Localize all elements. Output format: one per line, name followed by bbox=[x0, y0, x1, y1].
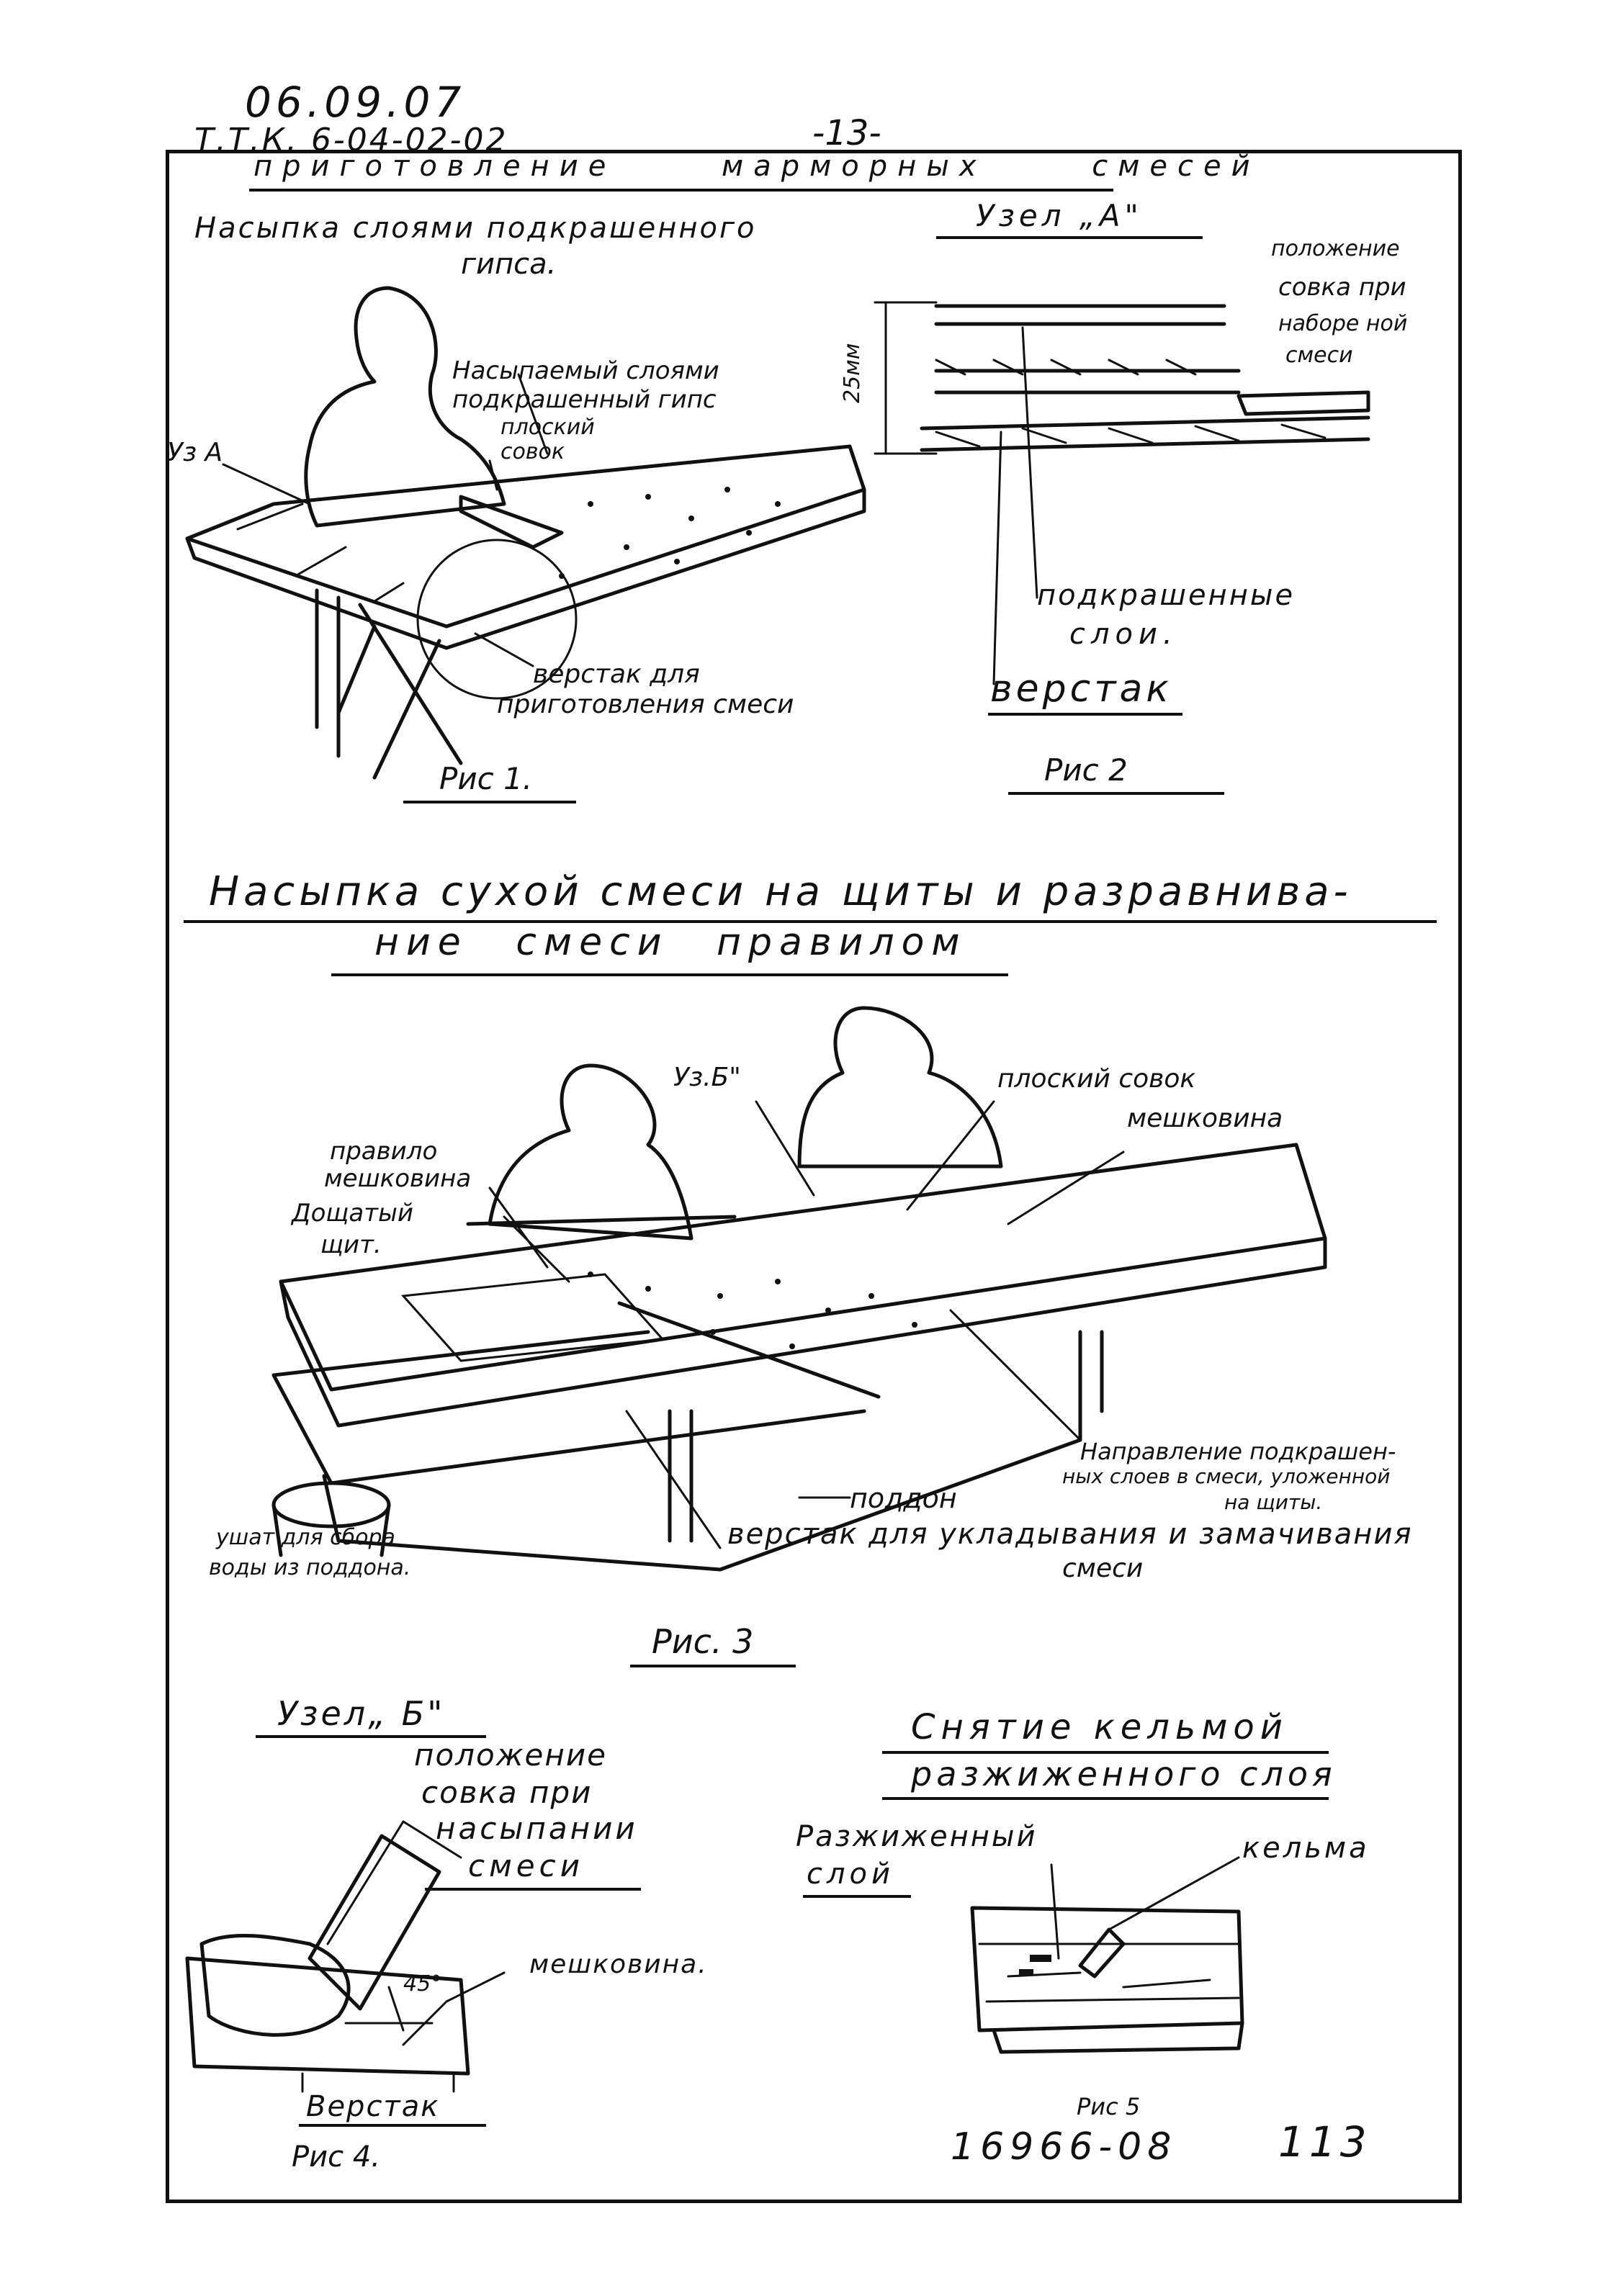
fig3-label-tray: поддон bbox=[850, 1482, 957, 1514]
fig3-label-board-1: Дощатый bbox=[292, 1199, 413, 1228]
fig2-label-layers-1: подкрашенные bbox=[1037, 579, 1296, 612]
fig1-title-line2: гипса. bbox=[461, 248, 557, 281]
fig5-label-layer-2: слой bbox=[807, 1858, 895, 1891]
fig2-label-pos-3: наборе ной bbox=[1278, 311, 1408, 336]
header-date: 06.09.07 bbox=[245, 78, 466, 127]
fig2-label-layers-2: слои. bbox=[1069, 618, 1178, 651]
fig3-label-burlap-left: мешковина bbox=[324, 1164, 472, 1193]
fig3-label-scoop: плоский совок bbox=[997, 1064, 1196, 1094]
fig5-title-line1-underline bbox=[882, 1751, 1329, 1754]
fig2-label-pos-1: положение bbox=[1271, 236, 1400, 261]
fig5-caption: Рис 5 bbox=[1077, 2093, 1141, 2120]
fig3-title-line1: Насыпка сухой смеси на щиты и разравнива… bbox=[209, 868, 1352, 915]
fig4-label-pos-4: смеси bbox=[468, 1848, 585, 1883]
section-title-underline bbox=[249, 189, 1113, 192]
fig2-caption-underline bbox=[1008, 792, 1224, 795]
fig3-title-line2: ние смеси правилом bbox=[374, 921, 967, 964]
fig3-label-bench-1: верстак для укладывания и замачивания bbox=[727, 1518, 1413, 1551]
fig3-label-direction-1: Направление подкрашен- bbox=[1080, 1438, 1396, 1465]
fig1-caption: Рис 1. bbox=[439, 761, 533, 796]
fig1-label-bench-2: приготовления смеси bbox=[497, 690, 794, 719]
fig4-pos-underline bbox=[425, 1888, 641, 1891]
fig1-label-scoop-2: совок bbox=[500, 439, 565, 464]
fig4-label-burlap: мешковина. bbox=[529, 1950, 708, 1979]
fig5-title-line1: Снятие кельмой bbox=[911, 1707, 1288, 1747]
fig3-label-board-2: щит. bbox=[320, 1230, 382, 1259]
fig4-angle: 45° bbox=[403, 1971, 442, 1996]
fig1-label-scoop-1: плоский bbox=[500, 415, 595, 440]
fig3-caption-underline bbox=[630, 1665, 796, 1667]
fig2-label-pos-4: смеси bbox=[1285, 343, 1353, 368]
fig1-title-line1: Насыпка слоями подкрашенного bbox=[194, 212, 757, 245]
fig3-caption: Рис. 3 bbox=[652, 1622, 754, 1661]
section-title: приготовление марморных смесей bbox=[253, 150, 1260, 183]
fig3-label-bucket-2: воды из поддона. bbox=[209, 1555, 411, 1580]
fig1-label-node: Уз А bbox=[167, 438, 223, 467]
fig5-label-layer-1: Разжиженный bbox=[796, 1820, 1038, 1853]
fig4-label-pos-1: положение bbox=[414, 1737, 607, 1773]
fig3-title-line2-underline bbox=[331, 973, 1008, 976]
fig1-caption-underline bbox=[403, 801, 576, 803]
footer-doc-number: 16966-08 bbox=[951, 2125, 1177, 2169]
fig4-bench-underline bbox=[299, 2124, 486, 2127]
fig5-layer-underline bbox=[803, 1895, 911, 1898]
fig3-label-node: Уз.Б" bbox=[673, 1063, 741, 1092]
footer-sheet: 113 bbox=[1278, 2117, 1371, 2166]
fig2-title: Узел „А" bbox=[976, 198, 1143, 233]
fig4-caption: Рис 4. bbox=[292, 2140, 380, 2174]
fig3-label-burlap-right: мешковина bbox=[1127, 1104, 1283, 1133]
fig2-caption: Рис 2 bbox=[1044, 752, 1128, 788]
fig5-title-line2: разжиженного слоя bbox=[911, 1755, 1337, 1793]
fig4-label-pos-3: насыпании bbox=[436, 1811, 638, 1846]
fig4-title-underline bbox=[256, 1735, 486, 1738]
fig3-label-bucket-1: ушат для сбора bbox=[216, 1525, 395, 1550]
page-frame bbox=[166, 150, 1462, 2203]
fig2-bench-underline bbox=[988, 713, 1182, 716]
fig3-title-line1-underline bbox=[184, 920, 1437, 923]
fig3-label-direction-2: ных слоев в смеси, уложенной bbox=[1062, 1464, 1391, 1488]
fig3-label-direction-3: на щиты. bbox=[1224, 1490, 1323, 1514]
fig1-label-poured-2: подкрашенный гипс bbox=[452, 385, 717, 414]
fig3-label-rule: правило bbox=[330, 1137, 438, 1166]
fig2-title-underline bbox=[936, 236, 1203, 239]
fig4-label-bench: Верстак bbox=[306, 2090, 440, 2123]
fig4-title: Узел„ Б" bbox=[277, 1694, 446, 1733]
fig3-label-bench-2: смеси bbox=[1062, 1554, 1144, 1583]
fig5-title-line2-underline bbox=[882, 1797, 1329, 1800]
page-number: -13- bbox=[812, 113, 881, 153]
fig5-label-trowel: кельма bbox=[1242, 1832, 1370, 1865]
fig2-label-pos-2: совка при bbox=[1278, 273, 1406, 302]
fig4-label-pos-2: совка при bbox=[421, 1775, 593, 1810]
fig2-label-bench: верстак bbox=[990, 667, 1172, 711]
fig1-label-bench-1: верстак для bbox=[533, 659, 700, 689]
fig1-label-poured-1: Насыпаемый слоями bbox=[452, 356, 719, 385]
